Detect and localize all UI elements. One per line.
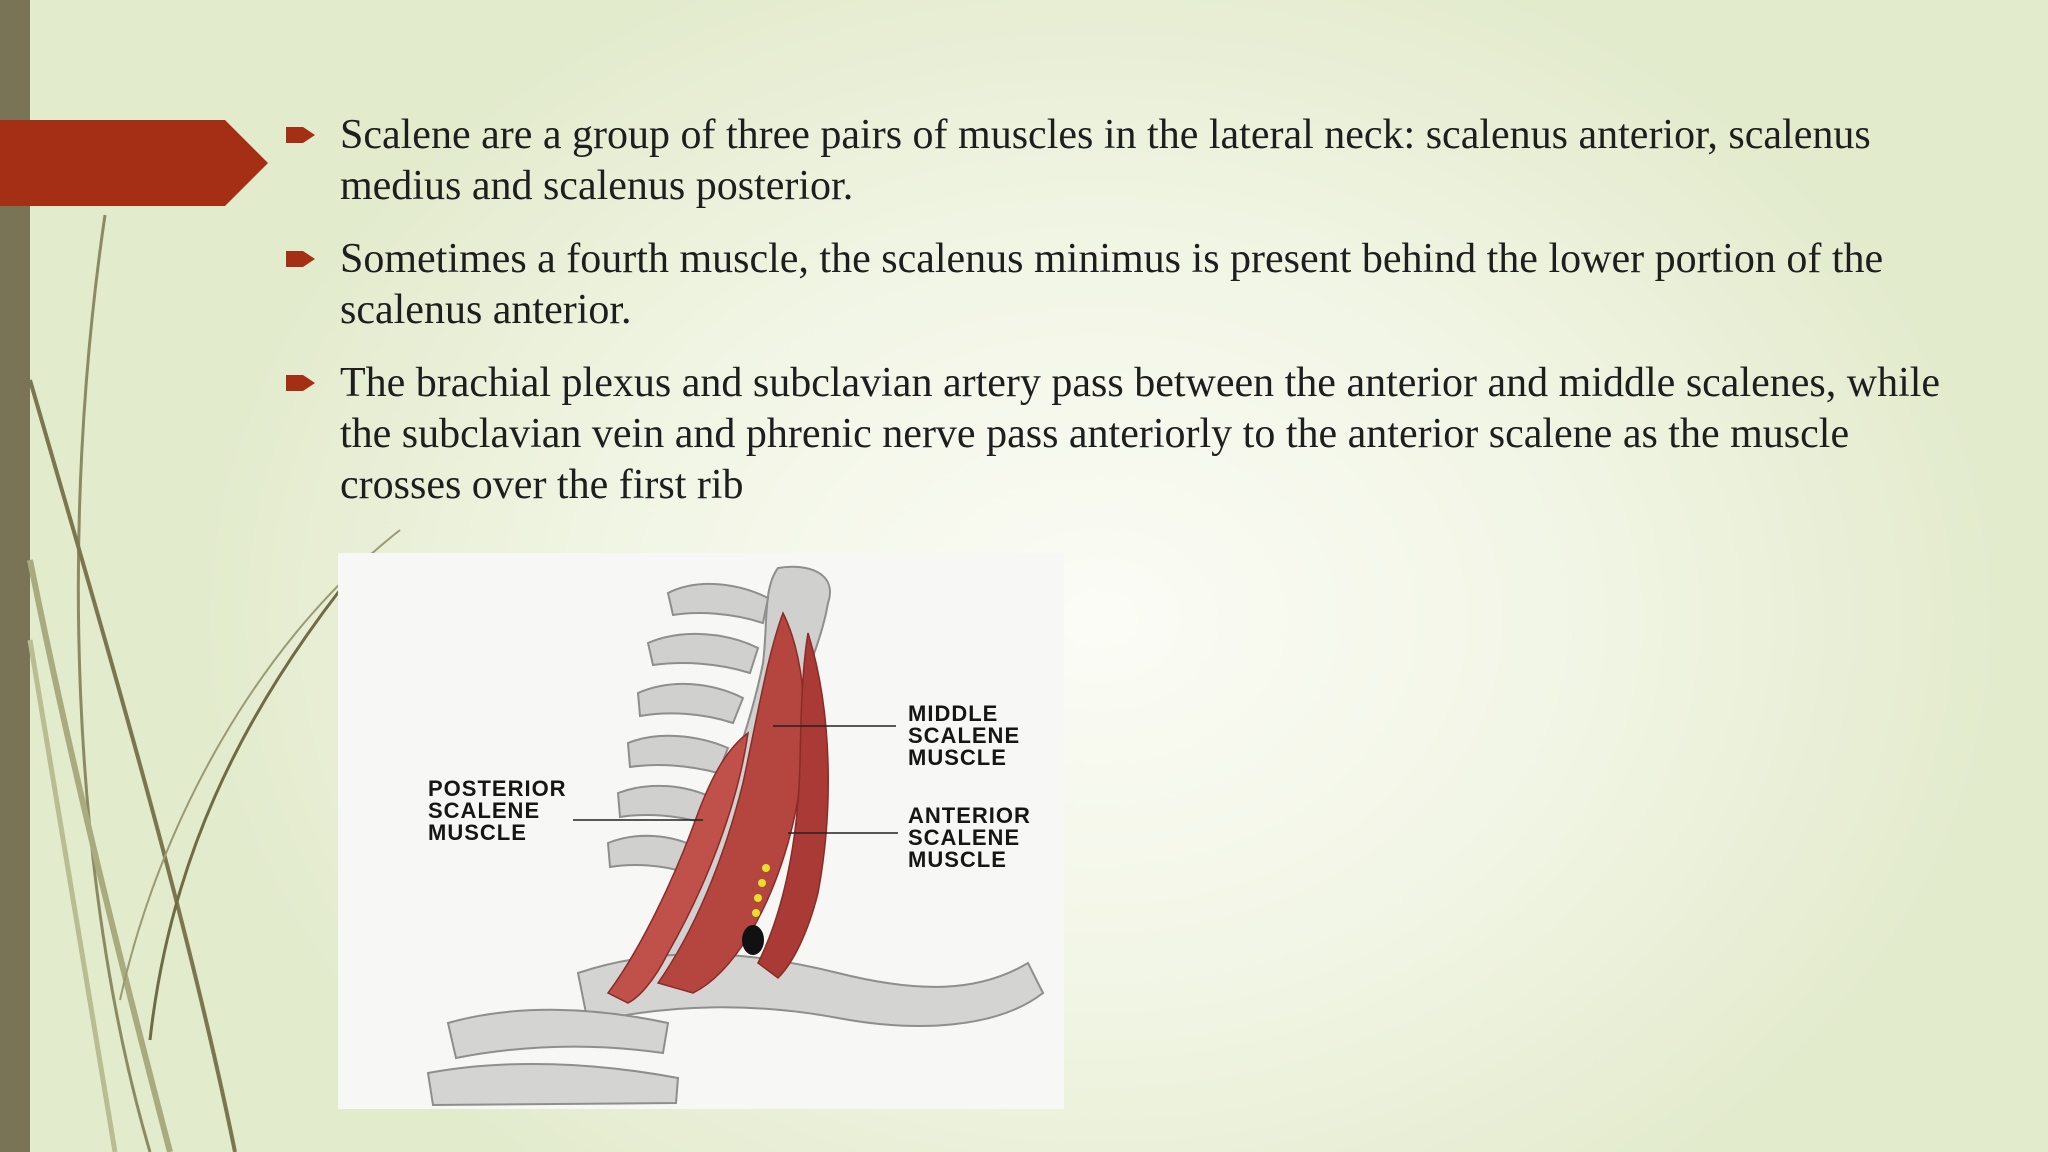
bullet-item: Scalene are a group of three pairs of mu…: [286, 110, 1946, 212]
bullet-text: Scalene are a group of three pairs of mu…: [340, 112, 1871, 209]
arrow-right-icon: [286, 358, 340, 399]
anterior-scalene-label: ANTERIOR SCALENE MUSCLE: [908, 803, 1038, 872]
bullet-item: The brachial plexus and subclavian arter…: [286, 358, 1946, 511]
scalene-anatomy-figure: MIDDLE SCALENE MUSCLE POSTERIOR SCALENE …: [338, 553, 1064, 1109]
bullet-text: The brachial plexus and subclavian arter…: [340, 360, 1941, 508]
bullet-text: Sometimes a fourth muscle, the scalenus …: [340, 236, 1884, 333]
middle-scalene-label: MIDDLE SCALENE MUSCLE: [908, 701, 1027, 770]
subclavian-vessel: [742, 925, 764, 955]
arrow-right-icon: [286, 234, 340, 275]
title-arrow-tab: [0, 120, 268, 206]
anterior-scalene-shape: [757, 632, 829, 979]
leader-lines: [573, 725, 898, 834]
scalene-muscles: [606, 611, 829, 1004]
posterior-scalene-shape: [606, 731, 749, 1004]
bullet-item: Sometimes a fourth muscle, the scalenus …: [286, 234, 1946, 336]
first-rib: [426, 953, 1045, 1107]
arrow-right-icon: [286, 110, 340, 151]
brachial-plexus-dots: [752, 864, 770, 917]
bullet-list: Scalene are a group of three pairs of mu…: [286, 110, 1946, 533]
anatomy-illustration: MIDDLE SCALENE MUSCLE POSTERIOR SCALENE …: [426, 565, 1045, 1107]
posterior-scalene-label: POSTERIOR SCALENE MUSCLE: [428, 776, 574, 845]
